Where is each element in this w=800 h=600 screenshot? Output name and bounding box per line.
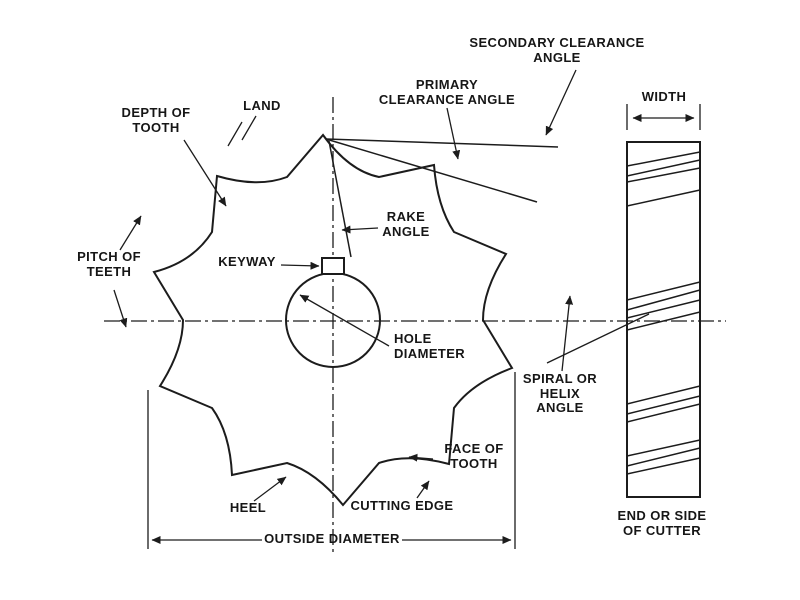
land-tick-marks bbox=[227, 115, 257, 147]
leader-spiral-helix bbox=[561, 295, 574, 372]
label-line: ANGLE bbox=[536, 400, 584, 416]
leader-rake-angle bbox=[341, 225, 379, 234]
label-heel: HEEL bbox=[222, 500, 274, 516]
label-keyway: KEYWAY bbox=[214, 254, 280, 270]
label-line: FACE OF bbox=[444, 441, 504, 456]
label-line: OUTSIDE DIAMETER bbox=[264, 531, 400, 546]
label-line: CLEARANCE ANGLE bbox=[378, 91, 516, 107]
label-line: CUTTING EDGE bbox=[350, 498, 454, 513]
leader-face-of-tooth bbox=[408, 453, 434, 462]
label-line: TEETH bbox=[86, 263, 132, 279]
rake-face-line bbox=[328, 140, 352, 258]
label-line: KEYWAY bbox=[218, 254, 276, 269]
leader-pitch-up bbox=[119, 215, 142, 251]
label-line: WIDTH bbox=[641, 89, 687, 104]
width-extension-lines bbox=[626, 104, 701, 130]
keyway-notch bbox=[321, 257, 345, 275]
label-line: SECONDARY CLEARANCE bbox=[469, 35, 645, 50]
label-land: LAND bbox=[233, 98, 291, 114]
label-cutting-edge: CUTTING EDGE bbox=[346, 498, 458, 514]
label-width: WIDTH bbox=[628, 89, 700, 105]
label-primary-clearance-angle: PRIMARY CLEARANCE ANGLE bbox=[372, 77, 522, 107]
leader-pitch-down bbox=[113, 289, 128, 328]
leader-primary-clearance bbox=[446, 107, 461, 160]
od-extension-lines bbox=[147, 372, 516, 549]
label-depth-of-tooth: DEPTH OF TOOTH bbox=[106, 105, 206, 135]
label-line: PRIMARY bbox=[415, 77, 479, 92]
label-hole-diameter: HOLE DIAMETER bbox=[394, 331, 478, 361]
cutter-outline bbox=[152, 133, 514, 507]
leader-heel bbox=[253, 476, 287, 502]
label-rake-angle: RAKE ANGLE bbox=[376, 209, 436, 239]
label-line: HELIX bbox=[539, 385, 581, 401]
leader-hole-diameter bbox=[299, 294, 390, 347]
helix-angle-line bbox=[546, 313, 650, 364]
label-outside-diameter: OUTSIDE DIAMETER bbox=[232, 531, 432, 547]
label-line: OF CUTTER bbox=[623, 522, 701, 538]
label-spiral-helix-angle: SPIRAL OR HELIX ANGLE bbox=[518, 371, 602, 416]
label-line: TOOTH bbox=[450, 455, 498, 471]
label-face-of-tooth: FACE OF TOOTH bbox=[433, 441, 515, 471]
helix-tooth-lines bbox=[626, 151, 701, 475]
side-view-rect bbox=[626, 141, 701, 498]
leader-cutting-edge bbox=[416, 480, 430, 499]
label-line: TOOTH bbox=[132, 119, 180, 135]
leader-depth-of-tooth bbox=[183, 139, 227, 207]
label-line: ANGLE bbox=[382, 223, 430, 239]
label-line: RAKE bbox=[386, 209, 426, 224]
label-line: DIAMETER bbox=[394, 345, 466, 361]
label-pitch-of-teeth: PITCH OF TEETH bbox=[70, 249, 148, 279]
label-end-or-side-of-cutter: END OR SIDE OF CUTTER bbox=[606, 508, 718, 538]
label-line: ANGLE bbox=[533, 49, 581, 65]
label-line: LAND bbox=[243, 98, 281, 113]
leader-secondary-clearance bbox=[545, 69, 577, 136]
label-line: HOLE bbox=[394, 331, 432, 346]
leader-keyway bbox=[280, 261, 320, 270]
label-line: DEPTH OF bbox=[121, 105, 191, 120]
label-line: END OR SIDE bbox=[617, 508, 707, 523]
secondary-clearance-line bbox=[325, 138, 538, 203]
label-secondary-clearance-angle: SECONDARY CLEARANCE ANGLE bbox=[448, 35, 666, 65]
label-line: SPIRAL OR bbox=[522, 371, 598, 386]
label-line: HEEL bbox=[229, 500, 267, 515]
label-line: PITCH OF bbox=[77, 249, 141, 264]
primary-clearance-line bbox=[325, 138, 559, 148]
